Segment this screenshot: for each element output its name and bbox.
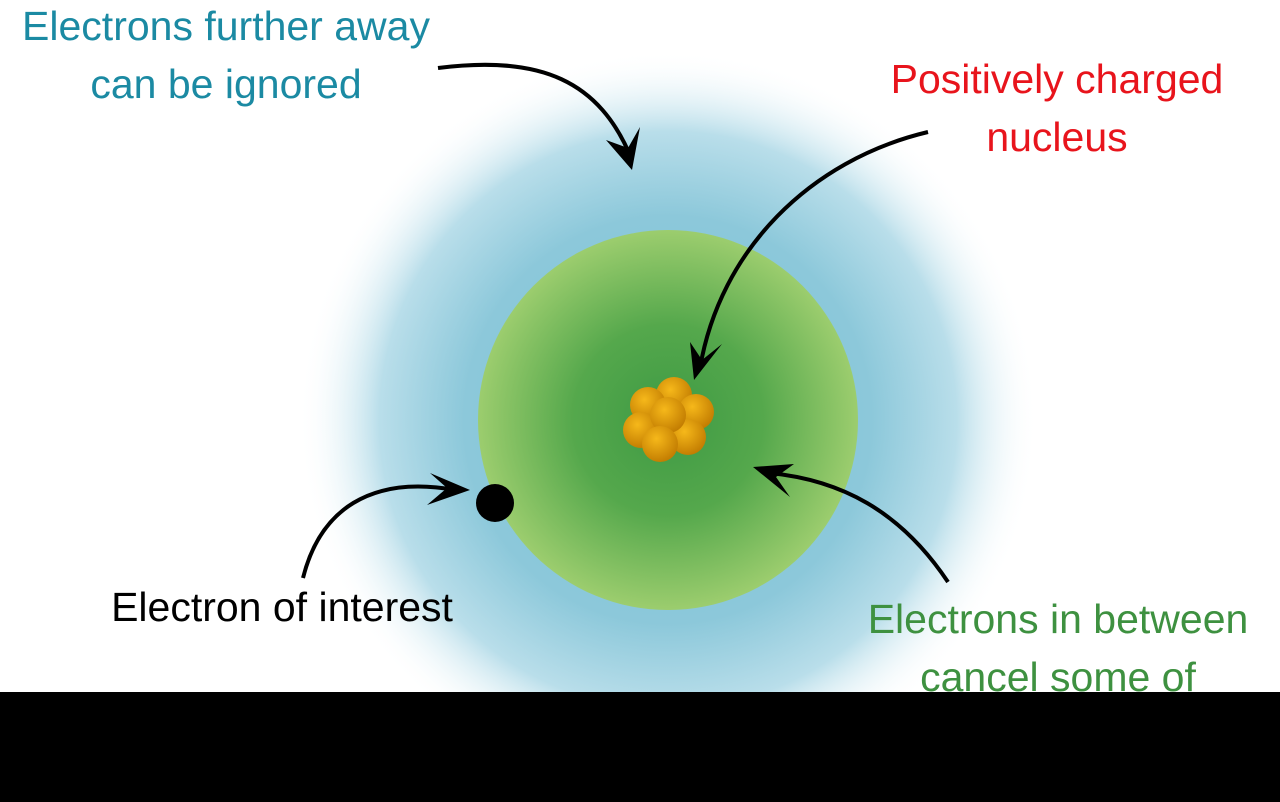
nucleon bbox=[650, 397, 686, 433]
nucleon bbox=[642, 426, 678, 462]
bottom-black-bar bbox=[0, 692, 1280, 802]
inner-electrons-label: Electrons in between cancel some of bbox=[838, 590, 1278, 706]
nucleus-line-1: Positively charged bbox=[890, 56, 1224, 102]
arrow-nucleus bbox=[698, 130, 929, 369]
electron-of-interest-label: Electron of interest bbox=[82, 578, 482, 636]
far-electrons-line-1: Electrons further away bbox=[22, 3, 430, 49]
nucleus-label: Positively charged nucleus bbox=[862, 50, 1252, 166]
nucleus-icon bbox=[623, 377, 714, 462]
far-electrons-line-2: can be ignored bbox=[90, 61, 362, 107]
far-electrons-label: Electrons further away can be ignored bbox=[0, 0, 452, 113]
inner-electrons-line-1: Electrons in between bbox=[867, 596, 1249, 642]
electron-icon bbox=[476, 484, 514, 522]
arrow-far-electrons bbox=[437, 62, 634, 161]
arrowhead-electron bbox=[427, 473, 470, 505]
arrowhead-nucleus bbox=[690, 342, 722, 380]
arrow-inner-electrons bbox=[769, 471, 950, 584]
arrowhead-inner bbox=[753, 464, 794, 497]
electron-of-interest-line-1: Electron of interest bbox=[111, 584, 453, 630]
arrowhead-far bbox=[606, 127, 640, 170]
nucleus-line-2: nucleus bbox=[986, 114, 1128, 160]
arrow-electron-of-interest bbox=[301, 484, 456, 579]
